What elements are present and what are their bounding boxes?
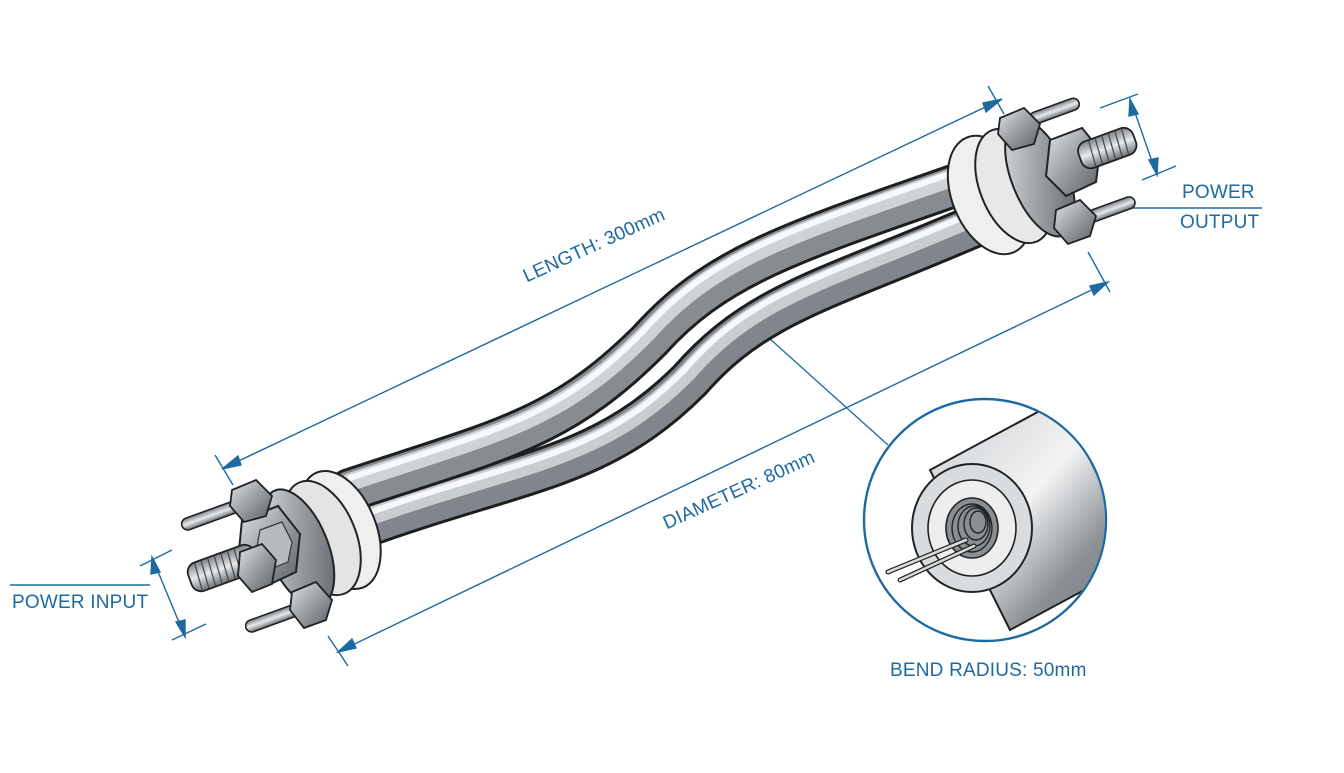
inset-leader-line [759, 329, 889, 446]
bend-radius-label: BEND RADIUS: 50mm [890, 660, 1087, 681]
right-end-assembly [946, 97, 1138, 256]
power-output-dimension [1099, 93, 1262, 209]
power-output-label-line2: OUTPUT [1180, 212, 1260, 233]
diameter-dimension [327, 251, 1111, 667]
cross-section-magnifier-icon [862, 397, 1108, 643]
length-dimension [214, 85, 1005, 486]
power-output-label-line1: POWER [1182, 182, 1255, 203]
heating-tubes [328, 153, 1022, 550]
power-input-label: POWER INPUT [12, 592, 149, 613]
power-input-dimension [10, 549, 207, 641]
left-end-assembly [186, 469, 382, 630]
